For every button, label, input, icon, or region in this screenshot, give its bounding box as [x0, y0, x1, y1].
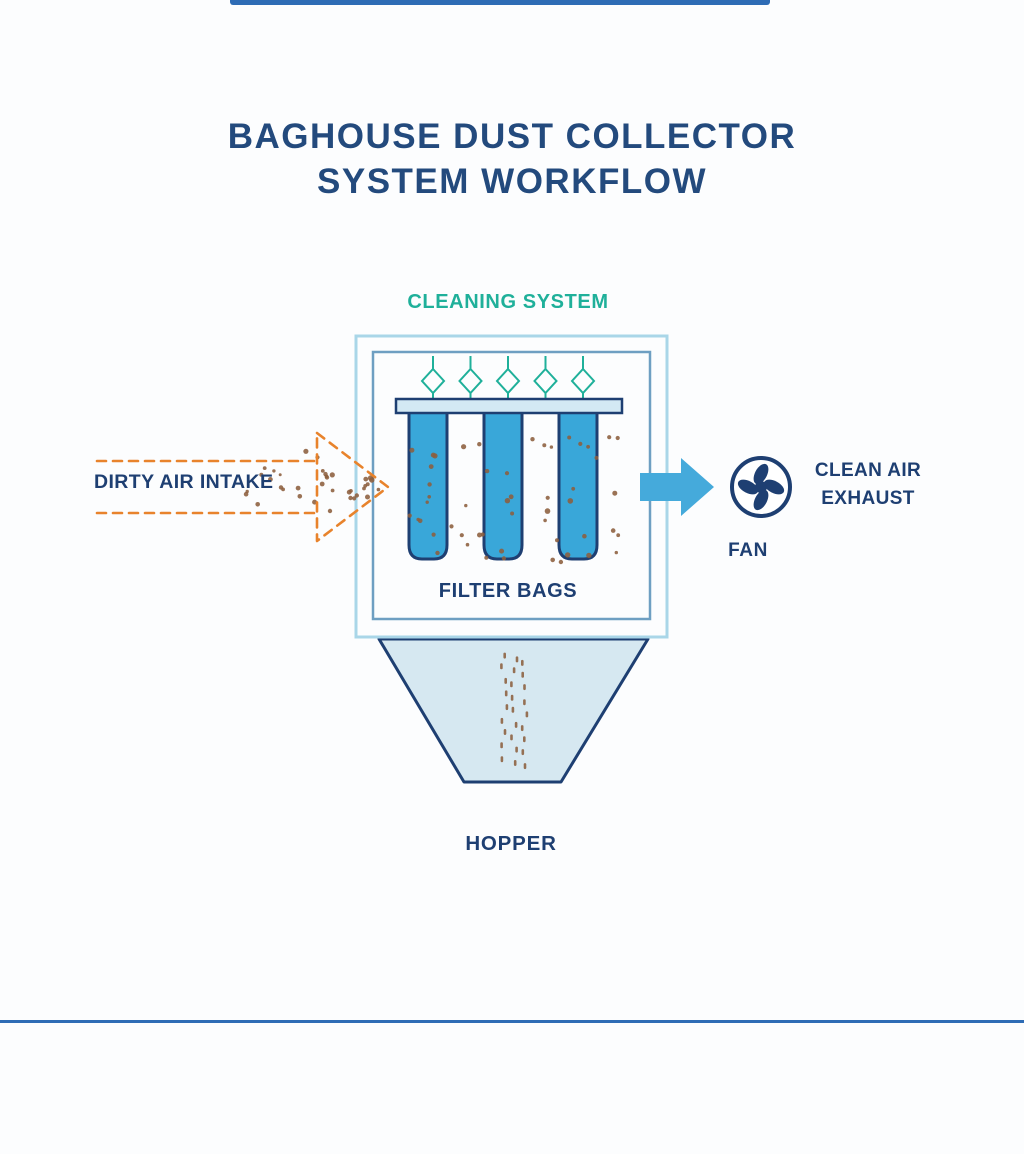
valve-diamond-icon	[533, 356, 558, 400]
filter-bags	[407, 410, 599, 561]
valve-diamond-icon	[458, 356, 483, 400]
cleaning-valves	[420, 356, 596, 400]
solid-arrow-right-icon	[640, 458, 714, 516]
cleaning-system-label: CLEANING SYSTEM	[407, 291, 609, 313]
tube-sheet	[394, 397, 624, 415]
filter-bag	[482, 410, 524, 561]
valve-diamond-icon	[495, 356, 521, 400]
fan-label: FAN	[728, 540, 768, 561]
clean-air-exhaust-label: CLEAN AIR EXHAUST	[815, 457, 921, 513]
clean-air-exhaust-line2: EXHAUST	[821, 488, 915, 509]
fan-icon	[730, 456, 792, 518]
bottom-rule	[0, 1020, 1024, 1023]
valve-diamond-icon	[570, 356, 596, 400]
page-title: BAGHOUSE DUST COLLECTOR SYSTEM WORKFLOW	[0, 114, 1024, 204]
dashed-arrow-right-icon	[95, 431, 390, 543]
dirty-air-intake-label: DIRTY AIR INTAKE	[94, 471, 274, 493]
top-accent-bar	[230, 0, 770, 5]
page-title-line1: BAGHOUSE DUST COLLECTOR	[227, 117, 797, 156]
filter-bag	[557, 410, 599, 561]
filter-bags-label: FILTER BAGS	[438, 580, 578, 602]
hopper-label: HOPPER	[465, 832, 557, 855]
valve-diamond-icon	[420, 356, 446, 400]
page-title-line2: SYSTEM WORKFLOW	[317, 162, 707, 201]
clean-air-exhaust-line1: CLEAN AIR	[814, 460, 922, 481]
